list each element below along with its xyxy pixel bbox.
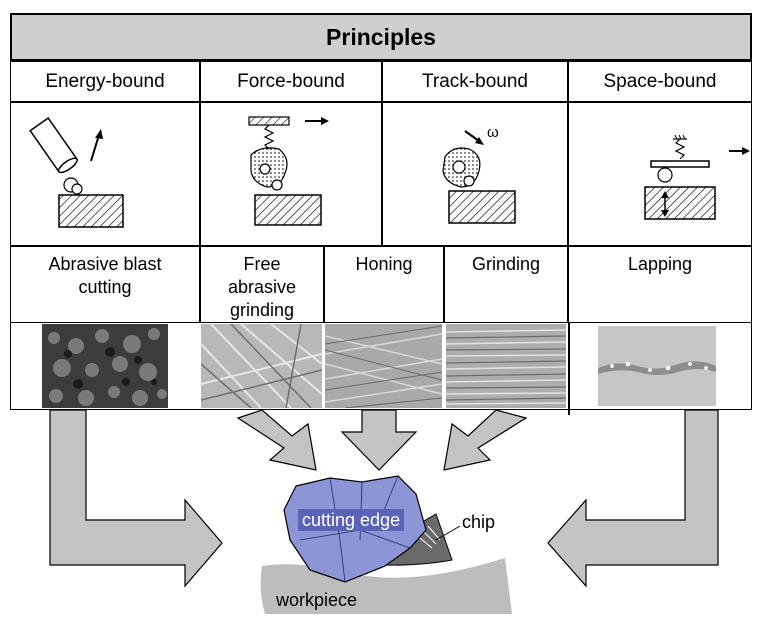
principle-energy-bound: Energy-bound	[10, 61, 200, 102]
left-arrow	[49, 409, 223, 588]
blast-cutting-surface-image	[42, 324, 168, 408]
method-free-abrasive-grinding: Free abrasive grinding	[200, 246, 324, 323]
space-bound-sketch	[644, 134, 750, 220]
force-bound-sketch	[248, 116, 329, 226]
method-lapping: Lapping	[568, 246, 752, 323]
principle-space-bound: Space-bound	[568, 61, 752, 102]
omega-symbol: ω	[487, 124, 499, 141]
chip-pointer-line	[435, 525, 461, 541]
grinding-surface-image	[446, 324, 566, 408]
cutting-edge-label: cutting edge	[298, 509, 405, 531]
method-label: Abrasive blast cutting	[48, 254, 162, 297]
lapping-surface-image	[598, 326, 716, 406]
sketch-cell-track: ω	[382, 102, 568, 246]
method-label: Free abrasive grinding	[227, 254, 297, 320]
middle-left-arrow	[236, 409, 317, 471]
track-bound-sketch: ω	[442, 124, 516, 224]
principles-header: Principles	[10, 13, 752, 61]
principle-force-bound: Force-bound	[200, 61, 382, 102]
free-abrasive-grinding-surface-image	[201, 324, 322, 408]
middle-arrow	[340, 409, 418, 471]
honing-surface-image	[325, 324, 442, 408]
sketch-cell-space	[568, 102, 752, 246]
chip-label: chip	[462, 512, 496, 532]
method-grinding: Grinding	[444, 246, 568, 323]
sketch-cell-energy	[10, 102, 200, 246]
sketch-cell-force	[200, 102, 382, 246]
method-honing: Honing	[324, 246, 444, 323]
principle-track-bound: Track-bound	[382, 61, 568, 102]
divider	[568, 323, 570, 415]
energy-bound-sketch	[29, 117, 124, 228]
method-abrasive-blast-cutting: Abrasive blast cutting	[10, 246, 200, 323]
right-arrow	[547, 409, 719, 588]
middle-right-arrow	[443, 409, 528, 471]
workpiece-label: workpiece	[276, 590, 358, 610]
